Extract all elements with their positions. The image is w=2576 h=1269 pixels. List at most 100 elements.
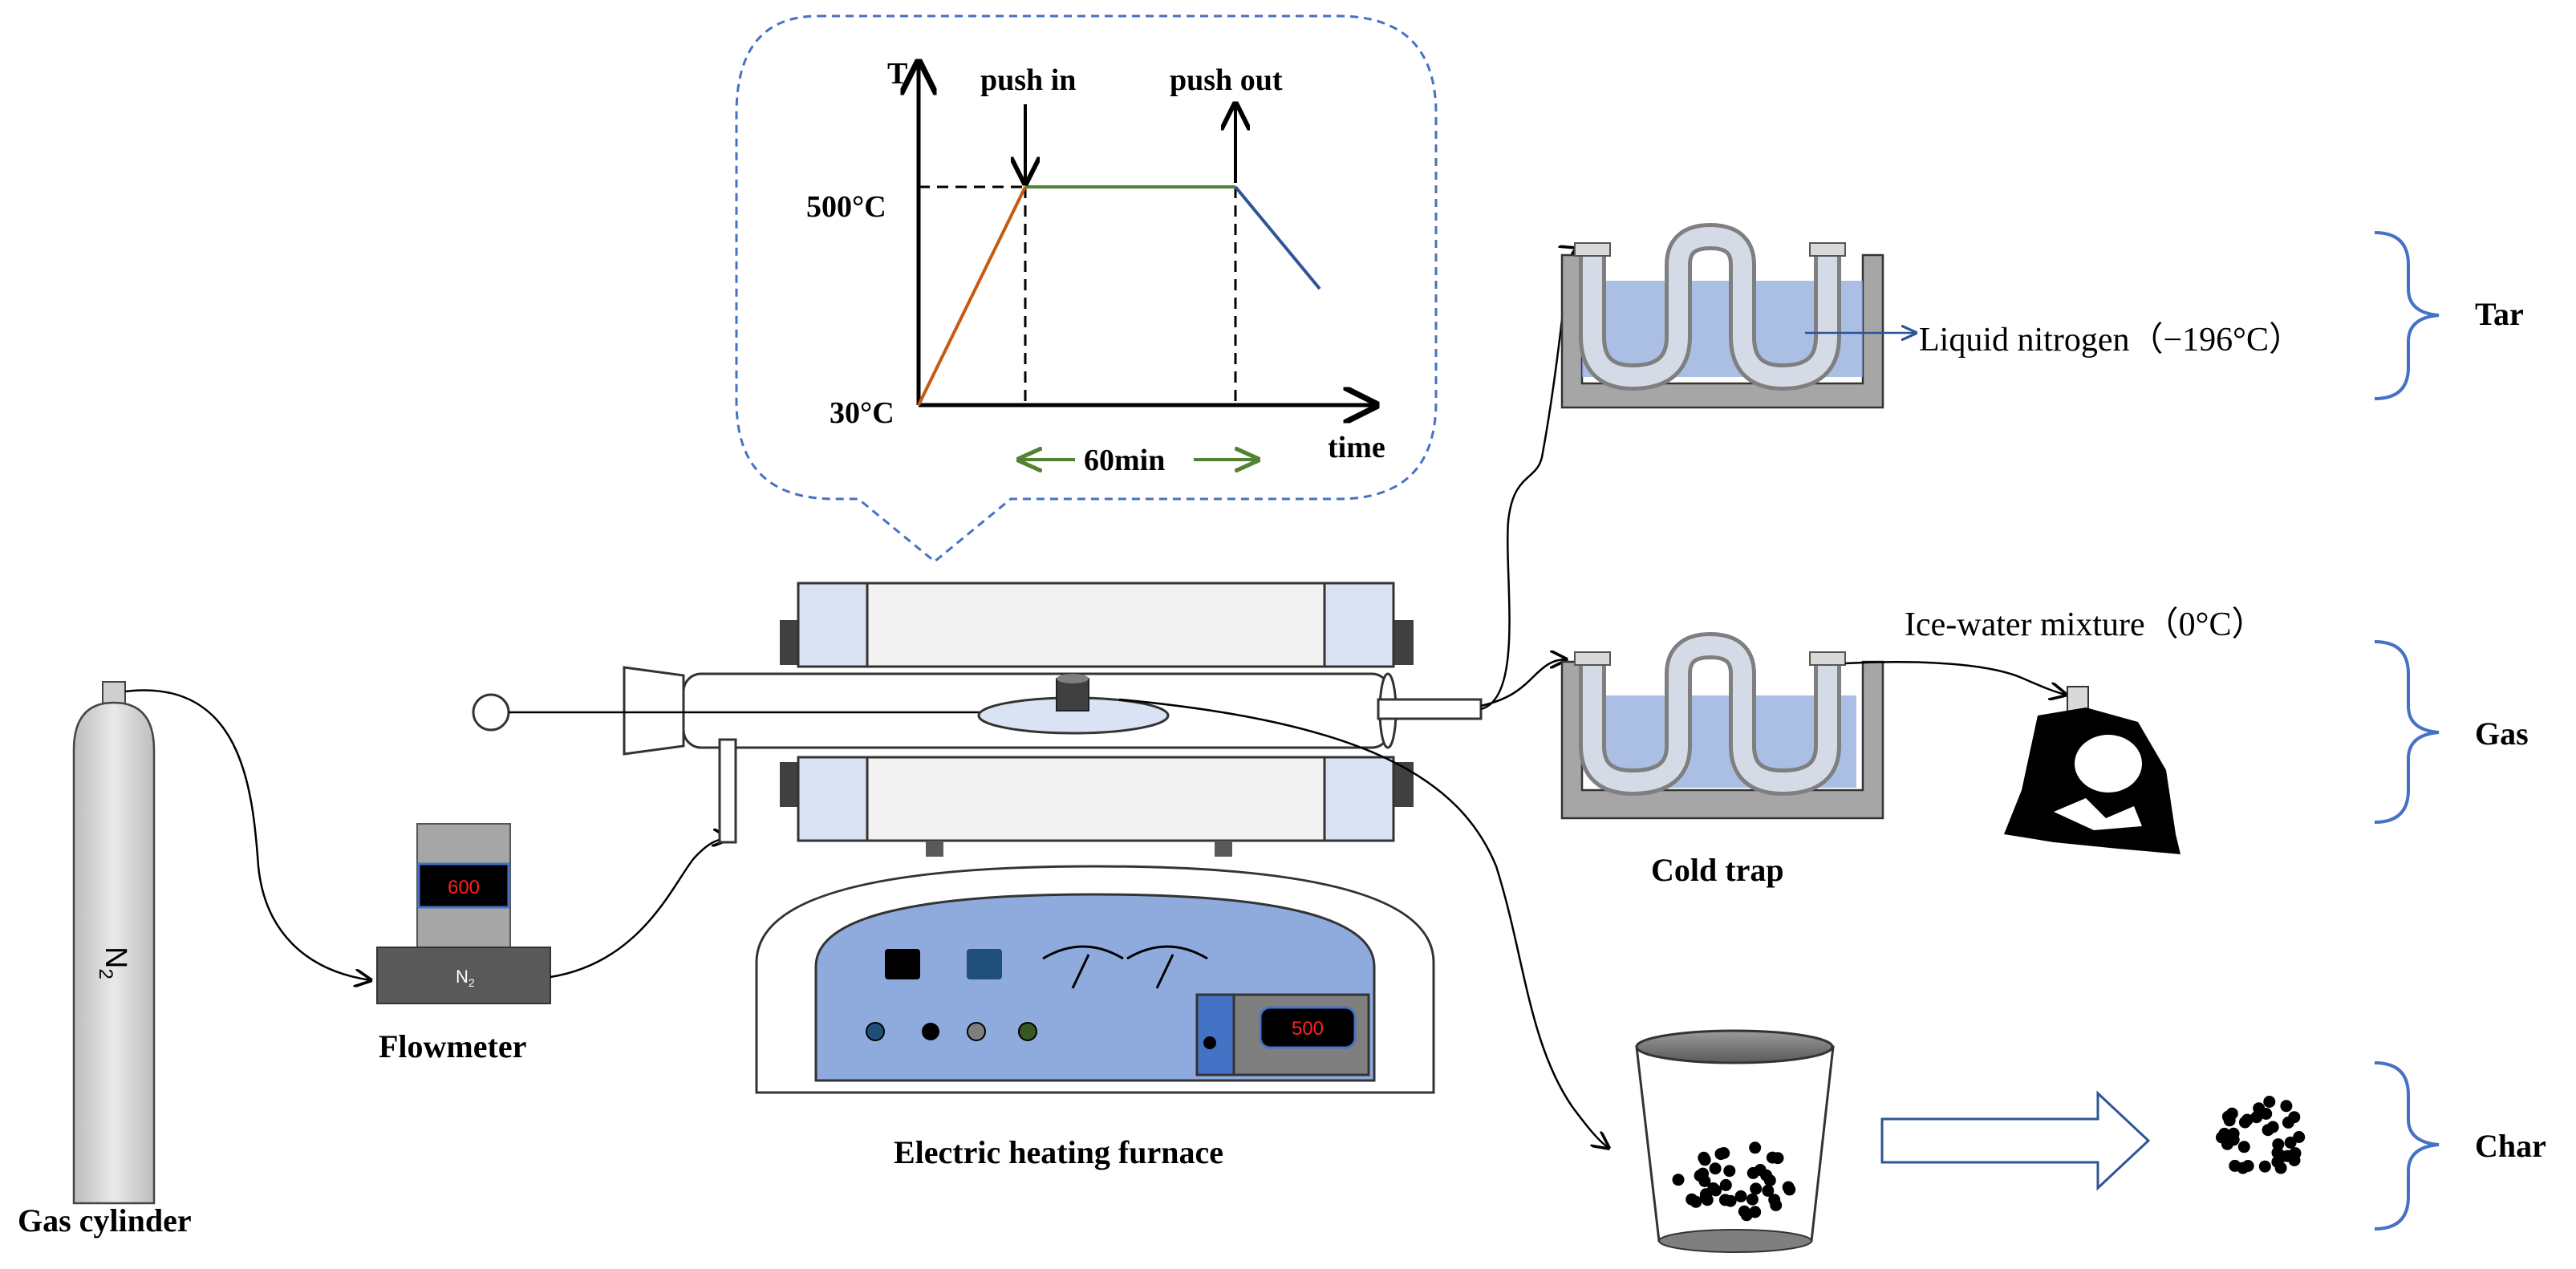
char-particle xyxy=(1724,1194,1737,1207)
push-in-label: push in xyxy=(980,63,1076,97)
char-particle xyxy=(1723,1165,1736,1178)
tubing-flowmeter-to-furnace xyxy=(550,839,728,979)
char-particle xyxy=(1760,1169,1773,1182)
flowmeter-display xyxy=(417,862,510,909)
collector-cup-bottom xyxy=(1658,1229,1812,1253)
panel-knob-3 xyxy=(967,1022,986,1041)
gas-label: Gas xyxy=(2475,716,2529,752)
tar-label: Tar xyxy=(2475,296,2524,332)
char-particle xyxy=(2282,1116,2294,1129)
gas-bag xyxy=(2004,686,2180,854)
furnace-leg-right xyxy=(1215,841,1232,857)
char-particle xyxy=(2284,1136,2297,1149)
tubing-to-gas-trap xyxy=(1480,659,1566,707)
char-particle xyxy=(1740,1209,1753,1222)
gas-bag-window xyxy=(2075,735,2142,793)
furnace-leg-left xyxy=(926,841,943,857)
controller-display xyxy=(1259,1006,1357,1049)
collector-cup xyxy=(1635,1045,1835,1243)
furnace-label: Electric heating furnace xyxy=(894,1134,1223,1170)
flowmeter-base xyxy=(376,947,551,1004)
upper-shell xyxy=(797,582,1395,668)
char-particle xyxy=(1766,1151,1779,1164)
panel-knob-1 xyxy=(866,1022,885,1041)
tubing-cylinder-to-flowmeter xyxy=(124,689,371,980)
char-particles-in-cup xyxy=(1672,1141,1796,1222)
char-particle xyxy=(2260,1108,2273,1120)
char-particle xyxy=(2221,1137,2233,1150)
push-out-label: push out xyxy=(1170,63,1283,97)
inset-callout-border xyxy=(735,14,1438,563)
cold-trap-tar: Liquid nitrogen（−196°C） xyxy=(1560,222,2302,409)
char-particle xyxy=(2280,1100,2293,1113)
char-particle xyxy=(2274,1162,2287,1174)
char-particle xyxy=(1750,1182,1763,1195)
char-particle xyxy=(1783,1183,1796,1196)
trap-1-inlet-cap xyxy=(1574,242,1611,257)
panel-gauge-2 xyxy=(1126,945,1208,960)
low-temp-label: 30°C xyxy=(830,396,895,430)
char-particle xyxy=(2281,1149,2294,1162)
char-label: Char xyxy=(2475,1128,2546,1164)
ice-water-label: Ice-water mixture（0°C） xyxy=(1905,606,2265,643)
tar-bracket xyxy=(2374,231,2440,400)
trap-1-outlet-cap xyxy=(1809,242,1846,257)
x-axis-label: time xyxy=(1328,431,1385,464)
char-particle xyxy=(2293,1131,2306,1143)
trap-2-u-tube-inner xyxy=(1583,635,1837,793)
cylinder-valve xyxy=(102,681,126,705)
gas-bag-fold xyxy=(2054,798,2142,830)
char-particle xyxy=(2238,1116,2251,1129)
panel-gauge-1-needle xyxy=(1071,954,1090,989)
char-particle xyxy=(1734,1190,1747,1202)
char-particle xyxy=(2225,1107,2238,1120)
temperature-program-inset: T time push in push out 500°C 30°C 60min xyxy=(735,14,1438,563)
tube-outlet-port xyxy=(1377,698,1483,720)
cylinder-body xyxy=(72,701,156,1205)
cylinder-gas-label: N2 xyxy=(95,947,132,979)
ramp-up-line xyxy=(917,186,1027,406)
char-particle xyxy=(1694,1170,1706,1182)
char-particle-pile xyxy=(2216,1096,2306,1174)
controller-button xyxy=(1203,1036,1216,1049)
panel-knob-2 xyxy=(922,1023,939,1040)
gas-cylinder-label: Gas cylinder xyxy=(18,1202,192,1239)
flowmeter-reading: 600 xyxy=(448,877,480,898)
tube-inlet-funnel xyxy=(623,666,685,756)
char-bracket xyxy=(2374,1061,2440,1230)
char-particle xyxy=(2266,1121,2279,1133)
gas-cylinder: N2 Gas cylinder xyxy=(18,681,192,1239)
char-particle xyxy=(1762,1184,1775,1197)
controller-reading: 500 xyxy=(1292,1018,1324,1040)
lower-shell-cap-right xyxy=(1323,756,1395,842)
trap-1-u-tube-inner xyxy=(1583,226,1837,387)
high-temp-label: 500°C xyxy=(806,190,886,224)
lower-shell xyxy=(797,756,1395,842)
panel-switch-2 xyxy=(967,949,1002,979)
panel-gauge-1 xyxy=(1042,945,1124,960)
gas-inlet-port xyxy=(718,738,737,844)
transfer-arrow xyxy=(1880,1090,2151,1191)
char-particle xyxy=(2237,1162,2249,1174)
char-particle xyxy=(1719,1178,1732,1191)
cool-down-line xyxy=(1234,185,1321,290)
liquid-nitrogen-label: Liquid nitrogen（−196°C） xyxy=(1919,322,2302,359)
duration-label: 60min xyxy=(1084,444,1165,477)
upper-shell-cap-right xyxy=(1323,582,1395,668)
char-collection-path xyxy=(1118,698,1608,1148)
char-particle xyxy=(2227,1127,2240,1140)
cold-trap-gas: Ice-water mixture（0°C） Cold trap xyxy=(1560,606,2265,888)
flowmeter-gas-label: N2 xyxy=(456,967,475,989)
collector-cup-rim xyxy=(1635,1029,1834,1064)
y-axis-label: T xyxy=(887,57,907,91)
controller-side-panel xyxy=(1195,993,1235,1076)
panel-gauge-2-needle xyxy=(1155,954,1174,989)
flowmeter-label: Flowmeter xyxy=(379,1028,526,1064)
char-particle xyxy=(1700,1188,1712,1201)
trap-2-inlet-cap xyxy=(1574,651,1611,666)
sample-holder-top xyxy=(1057,674,1089,683)
char-particle xyxy=(2237,1141,2250,1153)
char-particle xyxy=(1709,1162,1722,1175)
char-particle xyxy=(1749,1141,1762,1154)
